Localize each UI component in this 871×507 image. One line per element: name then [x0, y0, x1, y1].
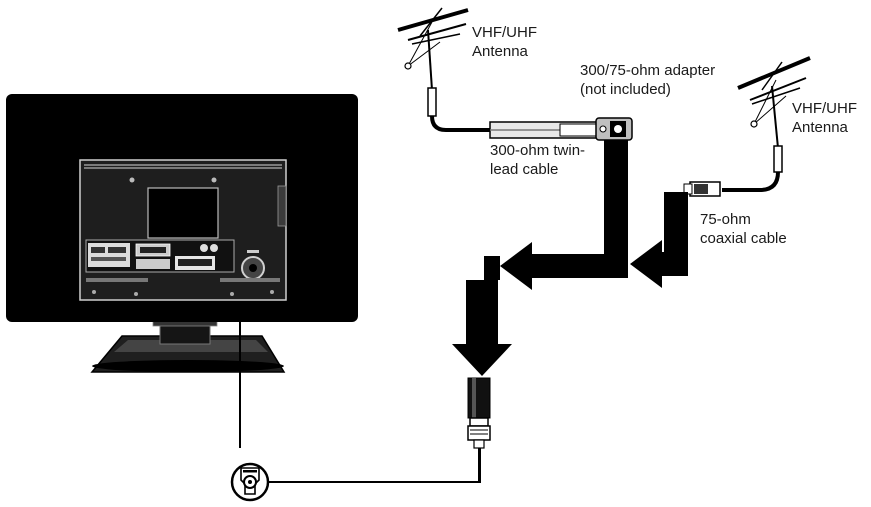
adapter-300-75	[595, 117, 633, 141]
adapter-label-line1: 300/75-ohm adapter	[580, 62, 716, 79]
antenna-left-label-line1: VHF/UHF	[472, 24, 537, 41]
antenna-right-label-line2: Antenna	[792, 119, 848, 136]
arrow-from-adapter	[500, 140, 628, 290]
flow-arrows	[452, 140, 688, 376]
coax-label-line2: coaxial cable	[700, 230, 787, 247]
twin-lead-cable	[489, 121, 601, 139]
twinlead-label-line1: 300-ohm twin-	[490, 142, 586, 159]
adapter-label-line2: (not included)	[580, 81, 671, 98]
arrow-down-to-connector	[452, 256, 512, 376]
tv-rear-view	[6, 94, 358, 373]
ant-in-jack-callout	[230, 462, 270, 502]
coax-connector	[467, 377, 491, 482]
coax-label-line1: 75-ohm	[700, 211, 751, 228]
antenna-left	[397, 7, 492, 132]
arrow-from-coax	[630, 192, 688, 288]
antenna-right-label-line1: VHF/UHF	[792, 100, 857, 117]
antenna-right	[722, 56, 811, 192]
antenna-left-label-line2: Antenna	[472, 43, 528, 60]
coax-plug-right	[683, 181, 721, 197]
twinlead-label-line2: lead cable	[490, 161, 559, 178]
tv-coax-cable	[239, 306, 481, 483]
tv-vesa-plate	[147, 187, 219, 239]
